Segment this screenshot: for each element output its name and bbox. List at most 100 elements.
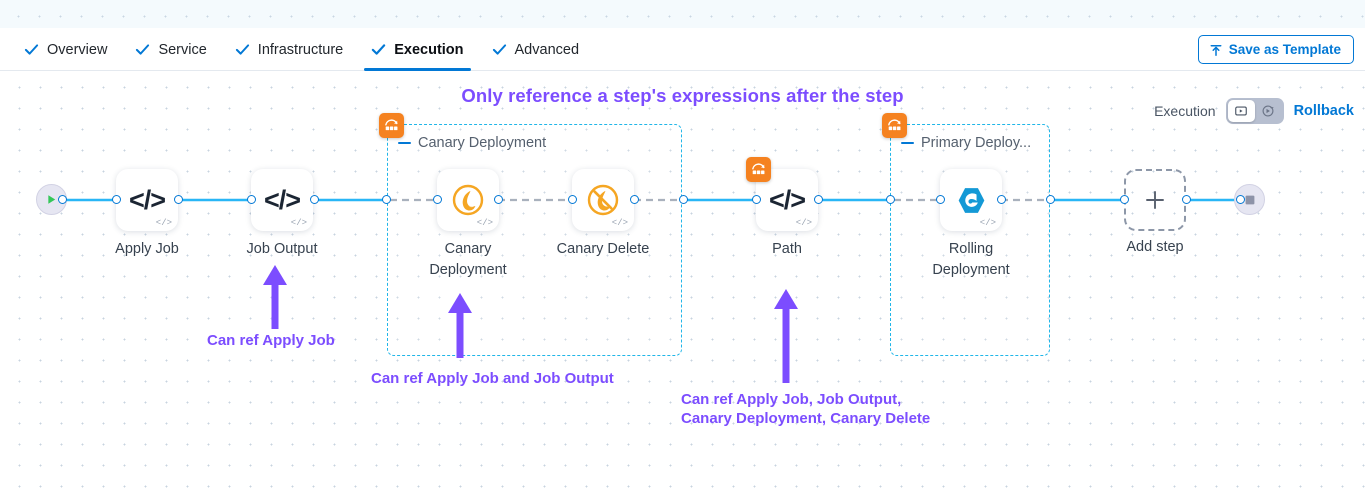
anno-path-line2: Canary Deployment, Canary Delete: [681, 410, 931, 427]
step-node-label: Apply Job: [115, 241, 179, 257]
check-icon: [24, 42, 39, 57]
tab-execution[interactable]: Execution: [357, 28, 477, 71]
connector-dot: [1046, 195, 1055, 204]
tab-overview[interactable]: Overview: [10, 28, 121, 71]
step-node-path[interactable]: </> </> Path: [746, 157, 818, 257]
code-badge-icon: </>: [155, 218, 172, 228]
connector-dot: [997, 195, 1006, 204]
collapse-icon[interactable]: [901, 141, 914, 145]
step-node-label: Job Output: [246, 241, 318, 257]
step-node-label: Canary Deployment: [429, 241, 507, 278]
play-icon: [45, 193, 58, 206]
mode-segmented-control[interactable]: [1225, 98, 1284, 124]
connector-dot: [494, 195, 503, 204]
connector-dot: [1120, 195, 1129, 204]
code-badge-icon: </>: [979, 218, 996, 228]
headline-annotation: Only reference a step's expressions afte…: [461, 85, 904, 106]
group-label: Canary Deployment: [418, 135, 547, 151]
execution-rollback-switch: Execution: [1154, 98, 1354, 124]
stage-tabs: Overview Service Infrastructure Executio…: [10, 28, 593, 71]
tab-label: Advanced: [514, 41, 580, 58]
tab-advanced[interactable]: Advanced: [478, 28, 594, 71]
code-icon: </>: [263, 184, 301, 215]
save-as-template-button[interactable]: Save as Template: [1197, 35, 1354, 64]
connector-dot: [382, 195, 391, 204]
connector-dot: [568, 195, 577, 204]
connector-dot: [752, 195, 761, 204]
canary-icon: [451, 183, 485, 217]
code-badge-icon: </>: [290, 218, 307, 228]
plus-icon: [1143, 188, 1167, 212]
tab-infrastructure[interactable]: Infrastructure: [221, 28, 357, 71]
code-badge-icon: </>: [611, 218, 628, 228]
group-canary-deployment[interactable]: Canary Deployment: [379, 113, 682, 356]
step-node-job-output[interactable]: </> </> Job Output: [247, 169, 317, 257]
execution-graph: Canary Deployment Primary Deploy..: [0, 71, 1365, 495]
rolling-icon: [955, 184, 988, 217]
anno-path-line1: Can ref Apply Job, Job Output,: [681, 391, 902, 408]
step-node-box[interactable]: </>: [437, 169, 499, 231]
tab-label: Infrastructure: [257, 41, 344, 58]
connector-dot: [679, 195, 688, 204]
rollback-link[interactable]: Rollback: [1293, 103, 1354, 119]
tab-service[interactable]: Service: [121, 28, 220, 71]
check-icon: [371, 42, 386, 57]
rollout-icon: [882, 113, 907, 138]
tab-label: Execution: [394, 41, 464, 58]
execution-label: Execution: [1154, 103, 1216, 119]
group-primary-deployment[interactable]: Primary Deploy...: [882, 113, 1050, 356]
step-node-label: Rolling Deployment: [932, 241, 1010, 278]
step-node-box[interactable]: </>: [572, 169, 634, 231]
graph-connectors: [62, 198, 1240, 202]
execution-mode-button[interactable]: [1227, 100, 1255, 122]
connector-dot: [1236, 195, 1245, 204]
upload-icon: [1209, 43, 1223, 57]
group-header[interactable]: Canary Deployment: [398, 135, 546, 151]
group-label: Primary Deploy...: [921, 135, 1032, 151]
step-node-label: Path: [772, 241, 802, 257]
connector-dot: [433, 195, 442, 204]
check-icon: [135, 42, 150, 57]
connector-dot: [247, 195, 256, 204]
step-node-label: Canary Delete: [556, 241, 650, 257]
code-badge-icon: </>: [795, 218, 812, 228]
check-icon: [492, 42, 507, 57]
save-as-template-label: Save as Template: [1228, 42, 1341, 57]
step-node-canary-delete[interactable]: </> Canary Delete: [557, 169, 649, 257]
connector-dot: [1182, 195, 1191, 204]
check-icon: [235, 42, 250, 57]
add-step-box[interactable]: [1124, 169, 1186, 231]
rollout-icon: [746, 157, 771, 182]
add-step-node[interactable]: Add step: [1124, 169, 1186, 255]
anno-job-output: Can ref Apply Job and Job Output: [371, 370, 614, 387]
add-step-label: Add step: [1126, 239, 1184, 255]
rollback-icon: [1261, 104, 1275, 118]
anno-apply-job: Can ref Apply Job: [207, 332, 335, 349]
step-node-canary-deployment[interactable]: </> Canary Deployment: [429, 169, 507, 278]
step-node-box[interactable]: </>: [940, 169, 1002, 231]
step-node-box[interactable]: </> </>: [251, 169, 313, 231]
code-badge-icon: </>: [476, 218, 493, 228]
connector-dot: [174, 195, 183, 204]
stop-icon: [1244, 194, 1256, 206]
rollback-mode-button[interactable]: [1255, 100, 1282, 122]
connector-dot: [310, 195, 319, 204]
top-canvas-strip: [0, 0, 1365, 28]
connector-dot: [630, 195, 639, 204]
connector-dot: [112, 195, 121, 204]
canary-delete-icon: [586, 183, 620, 217]
step-node-apply-job[interactable]: </> </> Apply Job: [115, 169, 179, 257]
code-icon: </>: [768, 184, 806, 215]
pipeline-canvas[interactable]: Only reference a step's expressions afte…: [0, 71, 1365, 495]
connector-dot: [814, 195, 823, 204]
step-node-rolling-deployment[interactable]: </> Rolling Deployment: [932, 169, 1010, 278]
code-icon: </>: [128, 184, 166, 215]
connector-dot: [936, 195, 945, 204]
collapse-icon[interactable]: [398, 141, 411, 145]
step-node-box[interactable]: </> </>: [116, 169, 178, 231]
connector-dot: [58, 195, 67, 204]
group-header[interactable]: Primary Deploy...: [901, 135, 1031, 151]
execution-icon: [1234, 104, 1248, 118]
rollout-icon: [379, 113, 404, 138]
